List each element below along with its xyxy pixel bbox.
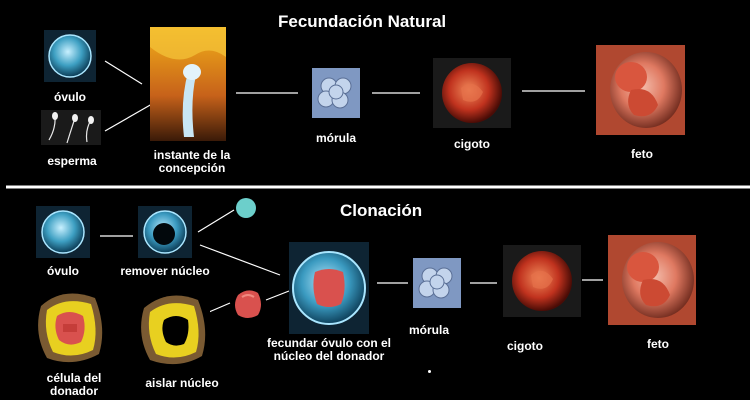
label-clone-fetus: feto xyxy=(647,337,669,351)
label-isolate-nucleus: aislar núcleo xyxy=(145,376,219,390)
label-clone-morula: mórula xyxy=(408,323,449,337)
label-zygote: cigoto xyxy=(454,137,490,151)
conception-image xyxy=(150,27,226,141)
label-remove-nucleus: remover núcleo xyxy=(120,264,210,278)
clone-morula-image xyxy=(413,258,461,308)
enucleated-ovum-image xyxy=(138,206,192,258)
sperm-image xyxy=(41,110,101,145)
clone-ovum-image xyxy=(36,206,90,258)
donor-cell-image xyxy=(33,288,107,366)
connector-remove-fertilize xyxy=(199,244,281,276)
label-clone-ovum: óvulo xyxy=(47,264,79,278)
extracted-nucleus-dot xyxy=(236,198,256,218)
connector-ovum-conception xyxy=(104,60,143,85)
label-morula: mórula xyxy=(315,131,356,145)
label-clone-zygote: cigoto xyxy=(507,339,543,353)
clone-fetus-image xyxy=(608,235,696,325)
clone-zygote-image xyxy=(503,245,581,317)
connector-isolate-nucleus xyxy=(208,302,231,313)
stray-dot xyxy=(428,370,431,373)
label-ovum: óvulo xyxy=(54,90,86,104)
fertilized-ovum-image xyxy=(289,242,369,334)
connector-nucleus-fertilize xyxy=(265,290,290,301)
label-sperm: esperma xyxy=(47,154,97,168)
zygote-image xyxy=(433,58,511,128)
connector-sperm-conception xyxy=(104,103,153,132)
title-natural-fertilization: Fecundación Natural xyxy=(278,12,447,31)
ovum-image xyxy=(44,30,96,82)
donor-nucleus-fragment xyxy=(235,290,261,318)
title-cloning: Clonación xyxy=(340,201,423,220)
label-fetus: feto xyxy=(631,147,653,161)
label-conception: instante de la concepción xyxy=(153,148,231,175)
label-fertilize: fecundar óvulo con el núcleo del donador xyxy=(266,336,392,363)
morula-image xyxy=(312,68,360,118)
connector-remove-extracted xyxy=(197,209,235,233)
fetus-image xyxy=(596,45,685,135)
label-donor-cell: célula del donador xyxy=(46,371,102,398)
isolate-nucleus-image xyxy=(138,290,210,368)
